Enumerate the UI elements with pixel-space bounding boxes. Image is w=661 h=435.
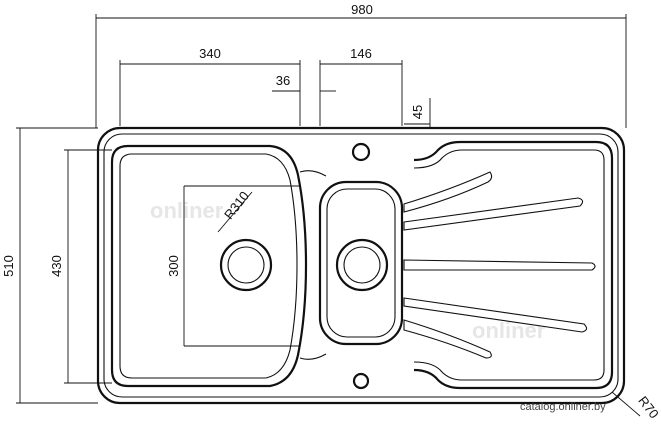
drainer-inner-outline [413,149,605,381]
ghost-logo-left: onliner [150,198,224,223]
dim-label-146: 146 [350,46,372,61]
tap-hole [351,142,371,162]
ghost-logo-right: onliner [472,318,546,343]
bowl-bridge-top [299,170,327,177]
dim-label-980: 980 [351,2,373,17]
watermark-credit: catalog.onliner.by [520,401,606,413]
leader-r70 [611,391,641,417]
dim-label-510: 510 [1,255,16,277]
overflow-hole [352,372,370,390]
small-bowl-drain-outer [335,238,389,292]
dim-label-r310: R310 [221,188,252,222]
small-bowl-outline [318,180,404,346]
dim-label-300: 300 [166,255,181,277]
drainer-rib-2 [403,197,584,231]
dim-label-r70: R70 [635,393,661,421]
bowl-bridge-bottom [299,353,327,360]
drainer-rib-5 [403,319,492,359]
dim-label-430: 430 [49,255,64,277]
drainer-rib-1 [403,171,493,213]
main-bowl-drain-outer [219,238,273,292]
leader-r310 [217,191,253,233]
small-bowl-drain-inner [343,246,381,284]
sink-outer-edge [96,126,626,405]
dim-label-340: 340 [199,46,221,61]
main-bowl-outline [110,144,308,388]
main-bowl-drain-inner [227,246,265,284]
drainer-rib-4 [403,297,588,333]
dim-label-45: 45 [410,105,425,119]
dim-label-36: 36 [276,73,290,88]
drainer-rib-3 [403,259,596,271]
small-bowl-inner-outline [326,188,396,338]
sink-outer-edge-inner [103,133,619,398]
drainer-outline [413,140,614,390]
